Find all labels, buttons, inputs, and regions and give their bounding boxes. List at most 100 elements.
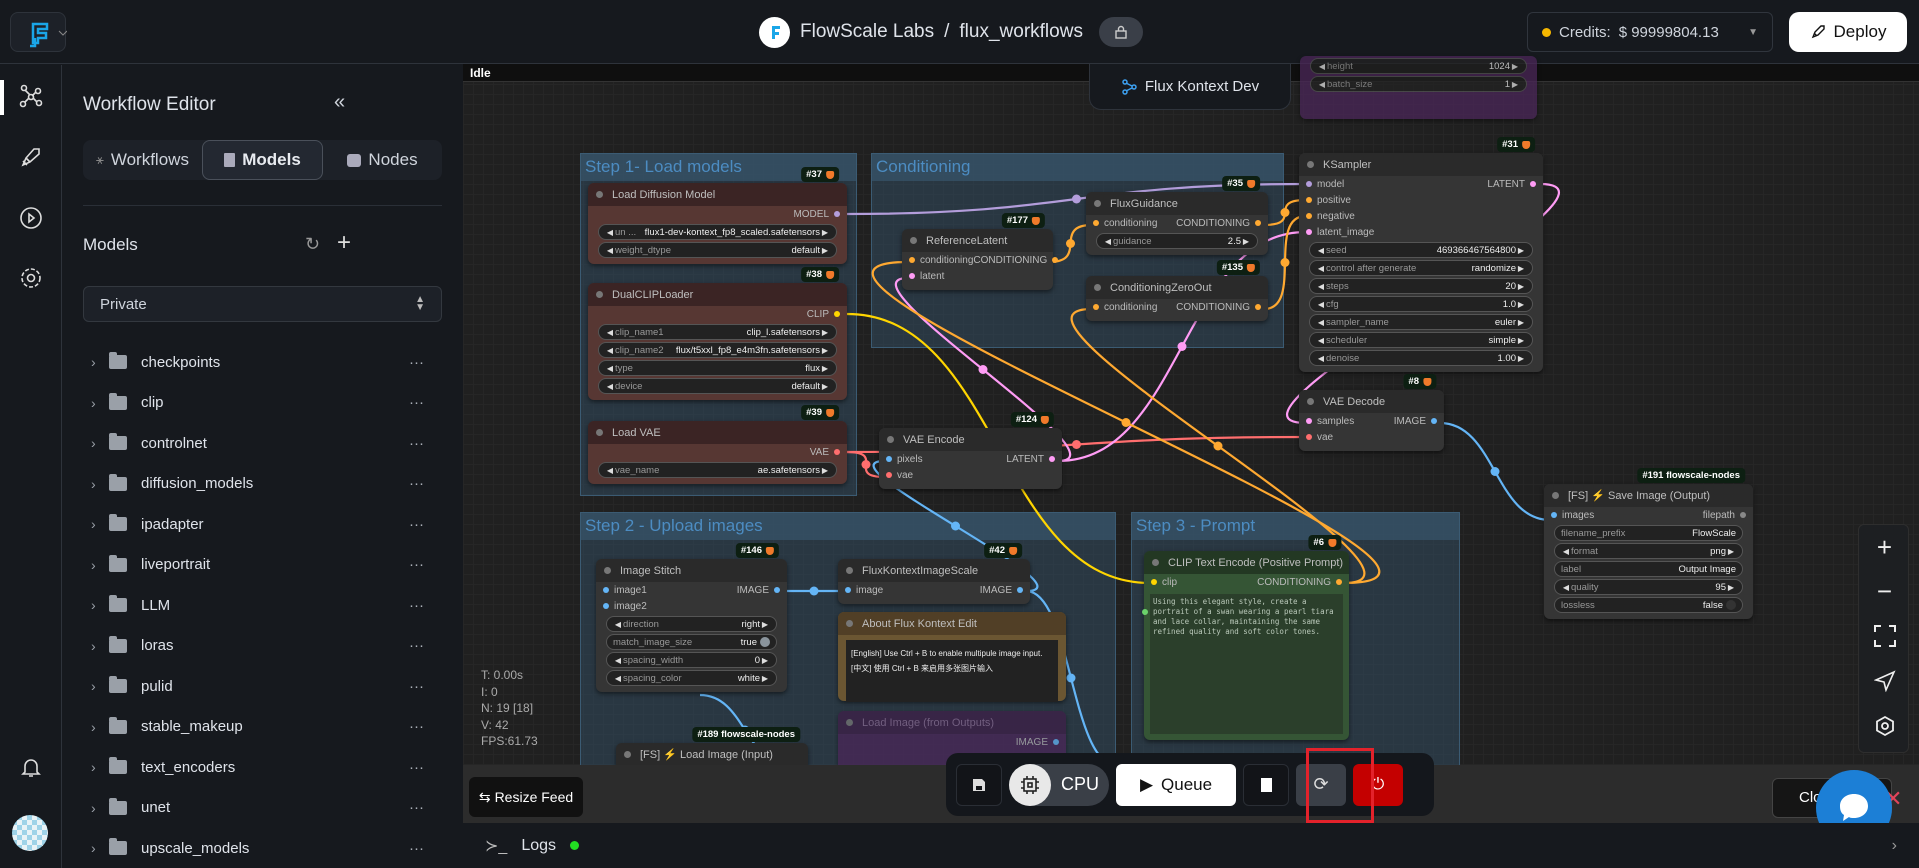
model-folder[interactable]: ›controlnet··· (83, 425, 442, 461)
increment-arrow-icon[interactable]: ▶ (1517, 263, 1525, 273)
collapse-dot-icon[interactable] (910, 237, 917, 244)
decrement-arrow-icon[interactable]: ◀ (1318, 61, 1326, 71)
refresh-icon[interactable]: ↻ (305, 234, 321, 254)
resize-feed-button[interactable]: ⇆Resize Feed (469, 777, 583, 817)
more-options-icon[interactable]: ··· (409, 475, 424, 492)
increment-arrow-icon[interactable]: ▶ (821, 465, 829, 475)
output-slot[interactable]: IMAGE (737, 585, 780, 596)
decrement-arrow-icon[interactable]: ◀ (606, 363, 614, 373)
collapse-dot-icon[interactable] (1307, 398, 1314, 405)
output-slot[interactable]: IMAGE (1016, 737, 1059, 748)
increment-arrow-icon[interactable]: ▶ (821, 381, 829, 391)
output-slot[interactable]: CONDITIONING (973, 255, 1059, 266)
slot-dot-icon[interactable] (845, 587, 851, 593)
collapse-sidebar-icon[interactable]: « (334, 91, 346, 113)
node-title-bar[interactable]: Load Image (from Outputs) (838, 711, 1066, 734)
chevron-right-icon[interactable]: › (91, 597, 96, 613)
output-slot[interactable]: CONDITIONING (1176, 302, 1261, 313)
decrement-arrow-icon[interactable]: ◀ (1104, 236, 1112, 246)
decrement-arrow-icon[interactable]: ◀ (1562, 546, 1570, 556)
output-slot[interactable]: MODEL (793, 209, 840, 220)
node-title-bar[interactable]: [FS] ⚡ Load Image (Input) (616, 743, 808, 766)
decrement-arrow-icon[interactable]: ◀ (606, 227, 614, 237)
model-folder[interactable]: ›clip··· (83, 385, 442, 421)
slot-dot-icon[interactable] (1093, 220, 1099, 226)
output-slot[interactable]: CONDITIONING (1176, 218, 1261, 229)
decrement-arrow-icon[interactable]: ◀ (614, 619, 622, 629)
slot-dot-icon[interactable] (886, 472, 892, 478)
decrement-arrow-icon[interactable]: ◀ (606, 465, 614, 475)
more-options-icon[interactable]: ··· (409, 353, 424, 371)
rocket-icon[interactable] (16, 142, 46, 172)
bell-icon[interactable] (16, 752, 46, 782)
node-title-bar[interactable]: Load VAE (588, 421, 847, 444)
model-folder[interactable]: ›diffusion_models··· (83, 466, 442, 502)
input-slot[interactable]: image2 (603, 601, 647, 612)
collapse-dot-icon[interactable] (604, 567, 611, 574)
lock-icon[interactable] (1098, 17, 1143, 47)
chevron-right-icon[interactable]: › (91, 394, 96, 411)
node-title-bar[interactable]: About Flux Kontext Edit (838, 612, 1066, 635)
node-title-bar[interactable]: VAE Decode (1299, 390, 1444, 413)
input-slot[interactable]: clip (1151, 577, 1177, 588)
increment-arrow-icon[interactable]: ▶ (1727, 582, 1735, 592)
navigate-arrow-icon[interactable] (1859, 661, 1910, 701)
slot-dot-icon[interactable] (834, 311, 840, 317)
increment-arrow-icon[interactable]: ▶ (1511, 61, 1519, 71)
more-options-icon[interactable]: ··· (409, 677, 424, 695)
power-button[interactable]: ⏻ (1353, 763, 1403, 806)
decrement-arrow-icon[interactable]: ◀ (606, 245, 614, 255)
chevron-right-icon[interactable]: › (91, 718, 96, 735)
slot-dot-icon[interactable] (1740, 512, 1746, 518)
chevron-right-icon[interactable]: › (91, 354, 96, 370)
model-folder[interactable]: ›ipadapter··· (83, 506, 442, 542)
slot-dot-icon[interactable] (1255, 220, 1261, 226)
increment-arrow-icon[interactable]: ▶ (1517, 317, 1525, 327)
workflow-graph-icon[interactable] (16, 81, 46, 111)
slot-dot-icon[interactable] (1530, 181, 1536, 187)
visibility-select[interactable]: Private▲▼ (83, 286, 442, 322)
more-options-icon[interactable]: ··· (409, 637, 424, 654)
decrement-arrow-icon[interactable]: ◀ (614, 655, 622, 665)
slot-dot-icon[interactable] (1306, 181, 1312, 187)
model-folder[interactable]: ›stable_makeup··· (83, 709, 442, 745)
output-slot[interactable]: LATENT (1487, 179, 1536, 190)
logs-bar[interactable]: ≻_ Logs › (463, 823, 1919, 868)
fit-view-icon[interactable] (1859, 616, 1910, 656)
increment-arrow-icon[interactable]: ▶ (821, 345, 829, 355)
slot-dot-icon[interactable] (1336, 579, 1342, 585)
decrement-arrow-icon[interactable]: ◀ (614, 673, 622, 683)
slot-dot-icon[interactable] (909, 257, 915, 263)
decrement-arrow-icon[interactable]: ◀ (1317, 263, 1325, 273)
deploy-button[interactable]: Deploy (1789, 12, 1907, 52)
input-slot[interactable]: vae (886, 470, 913, 481)
slot-dot-icon[interactable] (834, 211, 840, 217)
chevron-right-icon[interactable]: › (91, 678, 96, 694)
chevron-right-icon[interactable]: › (91, 840, 96, 856)
collapse-dot-icon[interactable] (596, 291, 603, 298)
model-folder[interactable]: ›LLM··· (83, 587, 442, 623)
increment-arrow-icon[interactable]: ▶ (821, 363, 829, 373)
user-avatar[interactable] (12, 815, 48, 851)
chevron-right-icon[interactable]: › (91, 435, 96, 451)
model-folder[interactable]: ›checkpoints··· (83, 344, 442, 380)
increment-arrow-icon[interactable]: ▶ (1511, 79, 1519, 89)
slot-dot-icon[interactable] (1093, 304, 1099, 310)
